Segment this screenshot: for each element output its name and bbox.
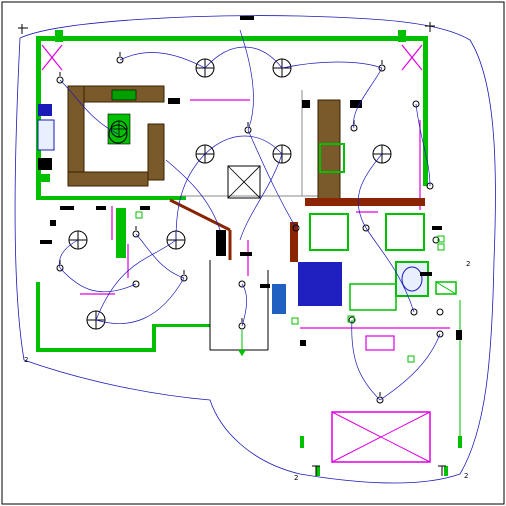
right-middle-bath: [272, 213, 457, 314]
circuit-labels: 2 2 2 2: [24, 260, 470, 482]
wiring-arcs: [59, 29, 441, 401]
fan-symbol: [108, 124, 128, 144]
circuit-label-left: 2: [24, 356, 28, 364]
lower-left-walls: [36, 260, 269, 356]
socket-markers: [135, 211, 445, 363]
circuit-label-right: 2: [466, 260, 470, 268]
internal-walls: [36, 90, 421, 295]
circuit-label-bottom-left: 2: [294, 474, 298, 482]
switch-boards: [40, 100, 462, 346]
porch-box: [300, 411, 462, 476]
left-bath-fixtures: [37, 104, 55, 182]
bottom-poles: [312, 465, 446, 476]
down-arrow: [238, 330, 246, 356]
right-utility-room: [305, 99, 425, 206]
right-lower-wall: [300, 300, 461, 440]
central-fan-box: [227, 165, 261, 199]
circuit-label-bottom-right: 2: [464, 472, 468, 480]
corner-markers: [18, 16, 435, 34]
outer-circuit-loop: [14, 15, 496, 484]
kitchen-counter-block: [67, 85, 180, 187]
